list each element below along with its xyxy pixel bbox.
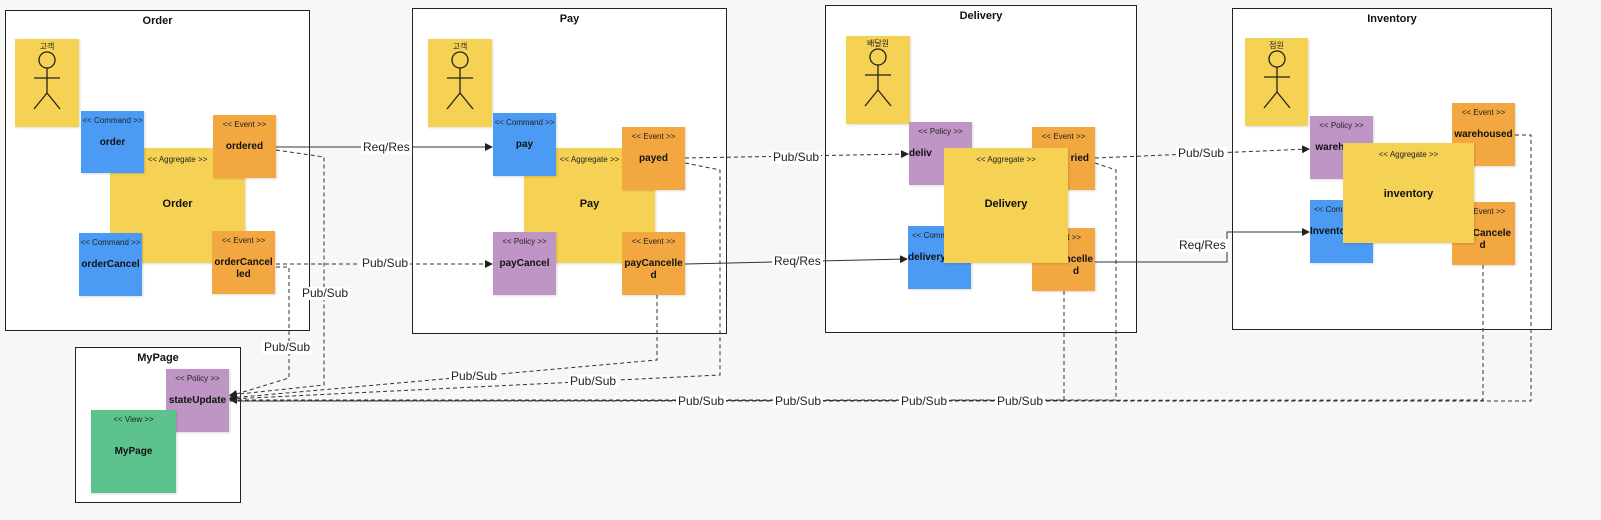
event-name: payed xyxy=(639,153,668,164)
pub-sub-label: Pub/Sub xyxy=(676,394,727,408)
actor-icon xyxy=(1263,50,1291,109)
event-stereotype: << Event >> xyxy=(1461,207,1506,216)
pub-sub-label: Pub/Sub xyxy=(300,286,351,300)
order-cancel-command[interactable]: << Command >> orderCancel xyxy=(79,233,142,296)
policy-name: warehouse xyxy=(1315,142,1368,153)
event-name: ried xyxy=(1070,153,1089,164)
actor-name: 점원 xyxy=(1269,41,1284,50)
pub-sub-deliverycancelled-mypage xyxy=(229,291,1065,404)
pay-actor[interactable]: 고객 xyxy=(428,39,492,127)
command-name: orderCancel xyxy=(81,259,140,270)
pub-sub-label: Pub/Sub xyxy=(771,150,822,164)
event-stereotype: << Event >> xyxy=(221,236,266,245)
req-res-label: Req/Res xyxy=(1177,238,1228,252)
inventory-context-title: Inventory xyxy=(1367,13,1417,25)
event-stereotype: << Event >> xyxy=(1461,108,1506,117)
actor-name: 고객 xyxy=(39,42,55,51)
pub-sub-ordercancelled-mypage xyxy=(229,266,290,398)
policy-name: deliv xyxy=(909,148,932,159)
view-name: MyPage xyxy=(114,446,153,457)
actor-name: 고객 xyxy=(452,42,468,51)
pub-sub-label: Pub/Sub xyxy=(773,394,824,408)
command-stereotype: << Command >> xyxy=(82,116,143,125)
aggregate-stereotype: << Aggregate >> xyxy=(1378,150,1439,159)
event-name: payCancelled xyxy=(624,258,683,281)
aggregate-name: Delivery xyxy=(984,198,1028,210)
actor-icon xyxy=(864,48,892,107)
command-stereotype: << Comm xyxy=(912,231,948,240)
delivery-context-title: Delivery xyxy=(959,10,1003,22)
event-stereotype: << Event >> xyxy=(631,132,676,141)
pub-sub-label: Pub/Sub xyxy=(360,256,411,270)
mypage-view[interactable]: << View >> MyPage xyxy=(91,410,176,493)
pub-sub-ordered-mypage xyxy=(229,149,325,399)
command-name: deliveryc xyxy=(908,252,952,263)
event-name: ordered xyxy=(225,141,264,152)
aggregate-stereotype: << Aggregate >> xyxy=(147,155,208,164)
order-context-title: Order xyxy=(142,15,173,27)
pub-sub-paycancelled-mypage xyxy=(229,295,658,402)
event-name: toryCancele d xyxy=(1453,228,1512,251)
event-name: warehoused xyxy=(1454,129,1513,140)
payed-event[interactable]: << Event >> payed xyxy=(622,127,685,190)
policy-stereotype: << Policy >> xyxy=(1319,121,1364,130)
pub-sub-delivered-mypage xyxy=(229,162,1117,402)
mypage-context-title: MyPage xyxy=(137,352,179,364)
order-command[interactable]: << Command >> order xyxy=(81,111,144,173)
policy-name: payCancel xyxy=(499,258,550,269)
aggregate-name: Pay xyxy=(579,198,600,210)
pub-sub-payed-mypage xyxy=(229,162,721,403)
command-stereotype: << Command >> xyxy=(80,238,141,247)
pub-sub-label: Pub/Sub xyxy=(995,394,1046,408)
policy-stereotype: << Policy >> xyxy=(175,374,220,383)
inventory-actor[interactable]: 점원 xyxy=(1245,38,1308,126)
aggregate-name: inventory xyxy=(1383,188,1434,200)
actor-icon xyxy=(446,51,474,110)
pub-sub-label: Pub/Sub xyxy=(262,340,313,354)
pub-sub-label: Pub/Sub xyxy=(899,394,950,408)
command-stereotype: << Command >> xyxy=(494,118,555,127)
req-res-label: Req/Res xyxy=(772,254,823,268)
req-res-label: Req/Res xyxy=(361,140,412,154)
state-update-policy[interactable]: << Policy >> stateUpdate xyxy=(166,369,229,432)
pub-sub-inventorycancelled-mypage xyxy=(229,265,1484,402)
policy-name: stateUpdate xyxy=(168,395,227,406)
command-name: order xyxy=(99,137,126,148)
event-stereotype: << Event >> xyxy=(222,120,267,129)
pay-cancel-policy[interactable]: << Policy >> payCancel xyxy=(493,232,556,295)
command-name: pay xyxy=(515,139,534,150)
command-stereotype: << Comm xyxy=(1314,205,1350,214)
policy-stereotype: << Policy >> xyxy=(918,127,963,136)
pub-sub-warehoused-mypage xyxy=(230,134,1532,402)
event-stereotype: << Event >> xyxy=(631,237,676,246)
view-stereotype: << View >> xyxy=(113,415,154,424)
delivery-actor[interactable]: 배달원 xyxy=(846,36,910,124)
event-name: orderCancelled xyxy=(214,257,273,280)
aggregate-stereotype: << Aggregate >> xyxy=(976,155,1036,164)
pub-sub-label: Pub/Sub xyxy=(1176,146,1227,160)
event-stereotype: << Event >> xyxy=(1041,132,1086,141)
actor-icon xyxy=(33,51,61,110)
aggregate-name: Order xyxy=(162,198,193,210)
event-stereotype: t >> xyxy=(1067,233,1081,242)
policy-stereotype: << Policy >> xyxy=(502,237,547,246)
order-cancelled-event[interactable]: << Event >> orderCancelled xyxy=(212,231,275,294)
delivery-aggregate[interactable]: << Aggregate >> Delivery xyxy=(944,148,1068,263)
command-name: Inventor xyxy=(1310,226,1350,237)
pub-sub-payed-delivery xyxy=(684,150,909,159)
pay-command[interactable]: << Command >> pay xyxy=(493,113,556,176)
ordered-event[interactable]: << Event >> ordered xyxy=(213,115,276,178)
aggregate-stereotype: << Aggregate >> xyxy=(559,155,620,164)
event-name: ancelle d xyxy=(1059,254,1093,277)
pub-sub-label: Pub/Sub xyxy=(449,369,500,383)
order-actor[interactable]: 고객 xyxy=(15,39,79,127)
pay-context-title: Pay xyxy=(559,13,580,25)
actor-name: 배달원 xyxy=(866,39,890,48)
inventory-aggregate[interactable]: << Aggregate >> inventory xyxy=(1343,143,1474,243)
pay-cancelled-event[interactable]: << Event >> payCancelled xyxy=(622,232,685,295)
pub-sub-label: Pub/Sub xyxy=(568,374,619,388)
